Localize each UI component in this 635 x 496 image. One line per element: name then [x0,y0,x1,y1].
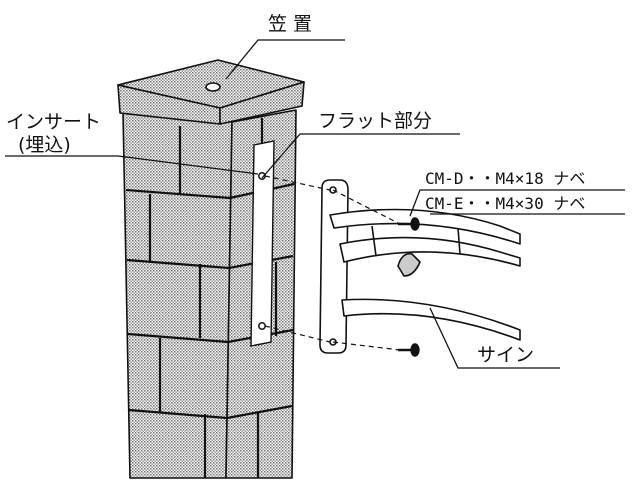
screws [398,217,420,357]
pillar-front-face [122,111,233,479]
label-insert: インサート [6,111,101,133]
cap-side [219,81,305,125]
label-flat-part: フラット部分 [318,110,432,132]
label-cap: 笠 置 [268,13,312,35]
leader-lines [5,39,625,369]
label-sign: サイン [477,344,534,366]
insert-hole-bottom [258,322,266,330]
sign-panel-top [329,208,521,245]
cap-hole [205,82,221,92]
brick-joints-front [125,126,231,478]
label-insert-embedded: (埋込) [18,134,71,156]
sign-arm-top [339,236,521,267]
screw-bottom [398,343,420,357]
screw-top [398,217,420,231]
sign-back-plate [319,179,349,354]
flat-part-area [250,140,275,347]
label-screw-cme: CM-E・・M4×30 ナベ [425,194,585,213]
alignment-lines [264,175,401,351]
label-screw-cmd: CM-D・・M4×18 ナベ [425,169,585,188]
sign-assembly [319,179,521,354]
sign-arm-bottom [341,298,521,341]
sign-clip [397,252,421,277]
